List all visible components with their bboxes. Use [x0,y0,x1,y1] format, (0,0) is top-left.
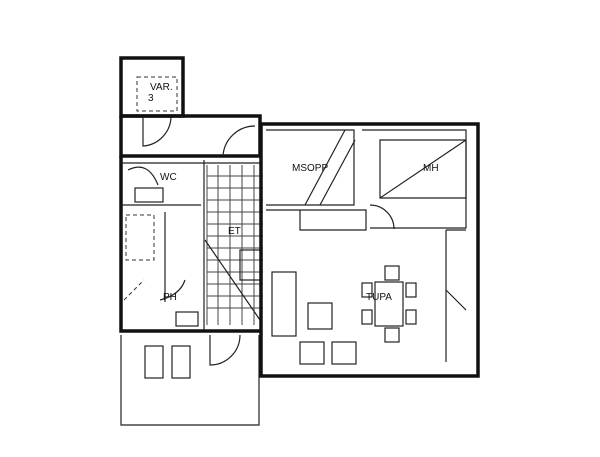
hall-tiles [204,165,263,325]
entry-porch [119,114,262,158]
label-bedroom: MH [423,163,439,174]
label-bathroom: PH [163,292,177,303]
label-hall: ET [228,226,241,237]
east-wing-walls [259,122,480,378]
label-wc: WC [160,172,177,183]
terrace [120,334,260,426]
label-storage-number: 3 [148,93,154,104]
label-storage: VAR. [150,82,173,93]
label-small-bedroom: MSOPP [292,163,328,174]
label-living-room: TUPA [366,292,392,303]
west-wing-walls [119,156,261,333]
